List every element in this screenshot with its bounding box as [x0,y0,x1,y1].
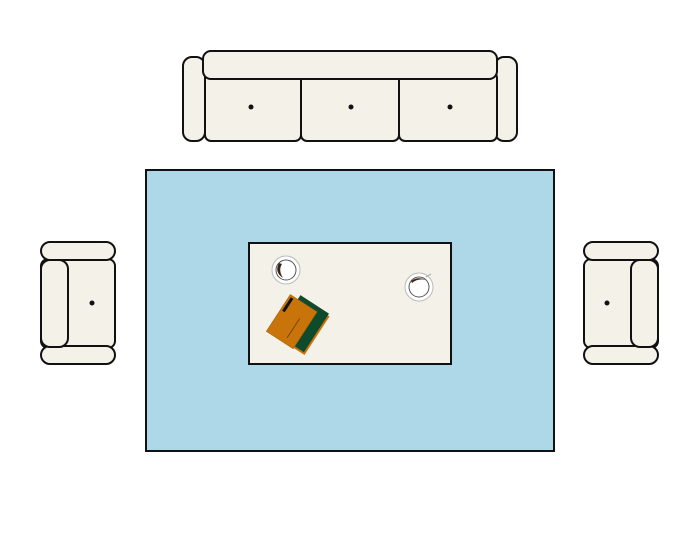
armchair-arm [40,241,116,261]
armchair-right[interactable] [583,241,659,365]
cushion-button [447,104,453,110]
armchair-back [630,259,659,348]
coffee-cup-icon[interactable] [271,255,301,285]
cushion-button [348,104,354,110]
book-icon [265,294,318,350]
coffee-table[interactable] [248,242,452,365]
armchair-arm [583,241,659,261]
coffee-cup-icon[interactable] [404,272,434,302]
sofa-back-cushion [202,50,498,80]
armchair-back [40,259,69,348]
armchair-left[interactable] [40,241,116,365]
sofa-right-arm [494,56,518,142]
cushion-button [89,300,95,306]
sofa-left-arm [182,56,206,142]
cushion-button [248,104,254,110]
book-stack[interactable] [265,294,330,355]
rug [145,169,555,452]
armchair-arm [583,345,659,365]
armchair-arm [40,345,116,365]
cushion-button [604,300,610,306]
sofa[interactable] [182,50,518,142]
